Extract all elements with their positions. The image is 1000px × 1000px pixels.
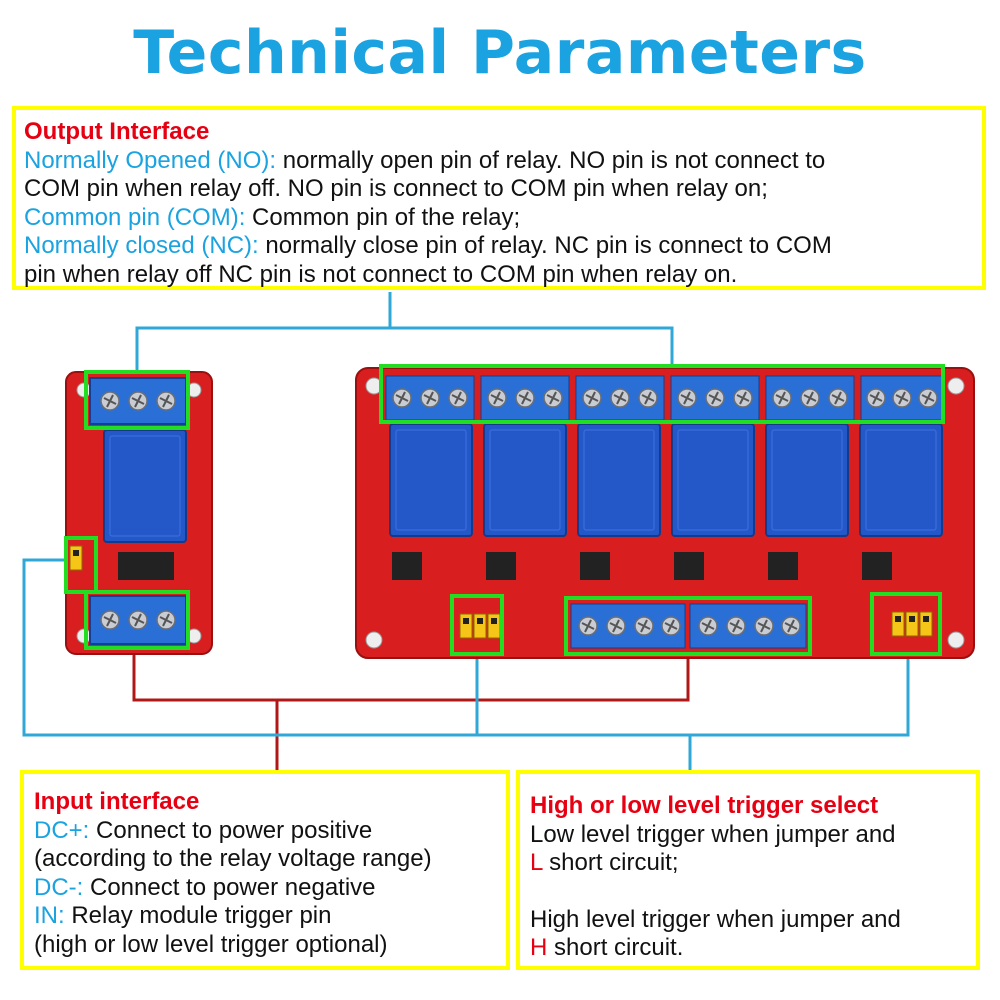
high-desc: short circuit. (547, 934, 684, 961)
dcm-line: DC-: Connect to power negative (34, 874, 496, 903)
low-line-1: Low level trigger when jumper and (530, 820, 896, 848)
nc-line-1: Normally closed (NC): normally close pin… (24, 232, 974, 261)
input-interface-box: Input interface DC+: Connect to power po… (20, 770, 510, 970)
low-desc: short circuit; (542, 849, 679, 876)
line-trigger-blue (22, 558, 910, 737)
line-input-red (132, 650, 690, 702)
connection-lines (22, 292, 910, 770)
in-desc-2: (high or low level trigger optional) (34, 930, 388, 958)
dcm-term: DC-: (34, 873, 84, 901)
no-desc-2: COM pin when relay off. NO pin is connec… (24, 175, 768, 202)
terminal-row-top (385, 375, 944, 421)
dcp-term: DC+: (34, 816, 90, 844)
dcp-line: DC+: Connect to power positive (34, 817, 496, 846)
spacer (530, 878, 966, 906)
highlight-big-output (379, 364, 945, 424)
nc-term: Normally closed (NC): (24, 232, 259, 259)
in-desc: Relay module trigger pin (64, 902, 332, 929)
output-interface-box: Output Interface Normally Opened (NO): n… (12, 106, 986, 290)
line-output-big (390, 326, 674, 366)
com-line: Common pin (COM): Common pin of the rela… (24, 204, 974, 233)
nc-desc-2: pin when relay off NC pin is not connect… (24, 260, 738, 288)
dcm-desc: Connect to power negative (83, 873, 376, 901)
low-line-2: L short circuit; (530, 849, 966, 878)
in-line: IN: Relay module trigger pin (34, 902, 496, 931)
highlight-small-input (84, 590, 190, 650)
com-term: Common pin (COM): (24, 203, 246, 231)
low-letter: L (530, 849, 543, 876)
com-desc: Common pin of the relay; (245, 203, 521, 231)
components-row (392, 552, 892, 580)
highlight-small-output (84, 370, 190, 430)
one-relay-board (64, 370, 213, 655)
no-line-1: Normally Opened (NO): normally open pin … (24, 147, 974, 176)
high-letter: H (530, 934, 548, 961)
highlight-big-input (564, 596, 812, 656)
in-term: IN: (34, 902, 65, 929)
trigger-select-box: High or low level trigger select Low lev… (516, 770, 980, 970)
line-output-small (135, 292, 392, 372)
high-line-1: High level trigger when jumper and (530, 905, 901, 933)
input-heading: Input interface (34, 788, 200, 815)
high-line-2: H short circuit. (530, 934, 966, 963)
nc-desc-1: normally close pin of relay. NC pin is c… (258, 232, 832, 259)
six-relay-board (355, 364, 975, 659)
page-title: Technical Parameters (133, 18, 867, 88)
no-desc-1: normally open pin of relay. NO pin is no… (276, 146, 826, 174)
trigger-heading: High or low level trigger select (530, 792, 879, 819)
output-heading: Output Interface (24, 118, 210, 145)
highlight-small-jumper (64, 536, 98, 594)
highlight-big-jumper-right (870, 592, 942, 656)
highlight-big-jumper-left (450, 594, 504, 656)
no-term: Normally Opened (NO): (24, 146, 277, 174)
dcp-desc-2: (according to the relay voltage range) (34, 845, 432, 872)
dcp-desc: Connect to power positive (89, 816, 373, 844)
